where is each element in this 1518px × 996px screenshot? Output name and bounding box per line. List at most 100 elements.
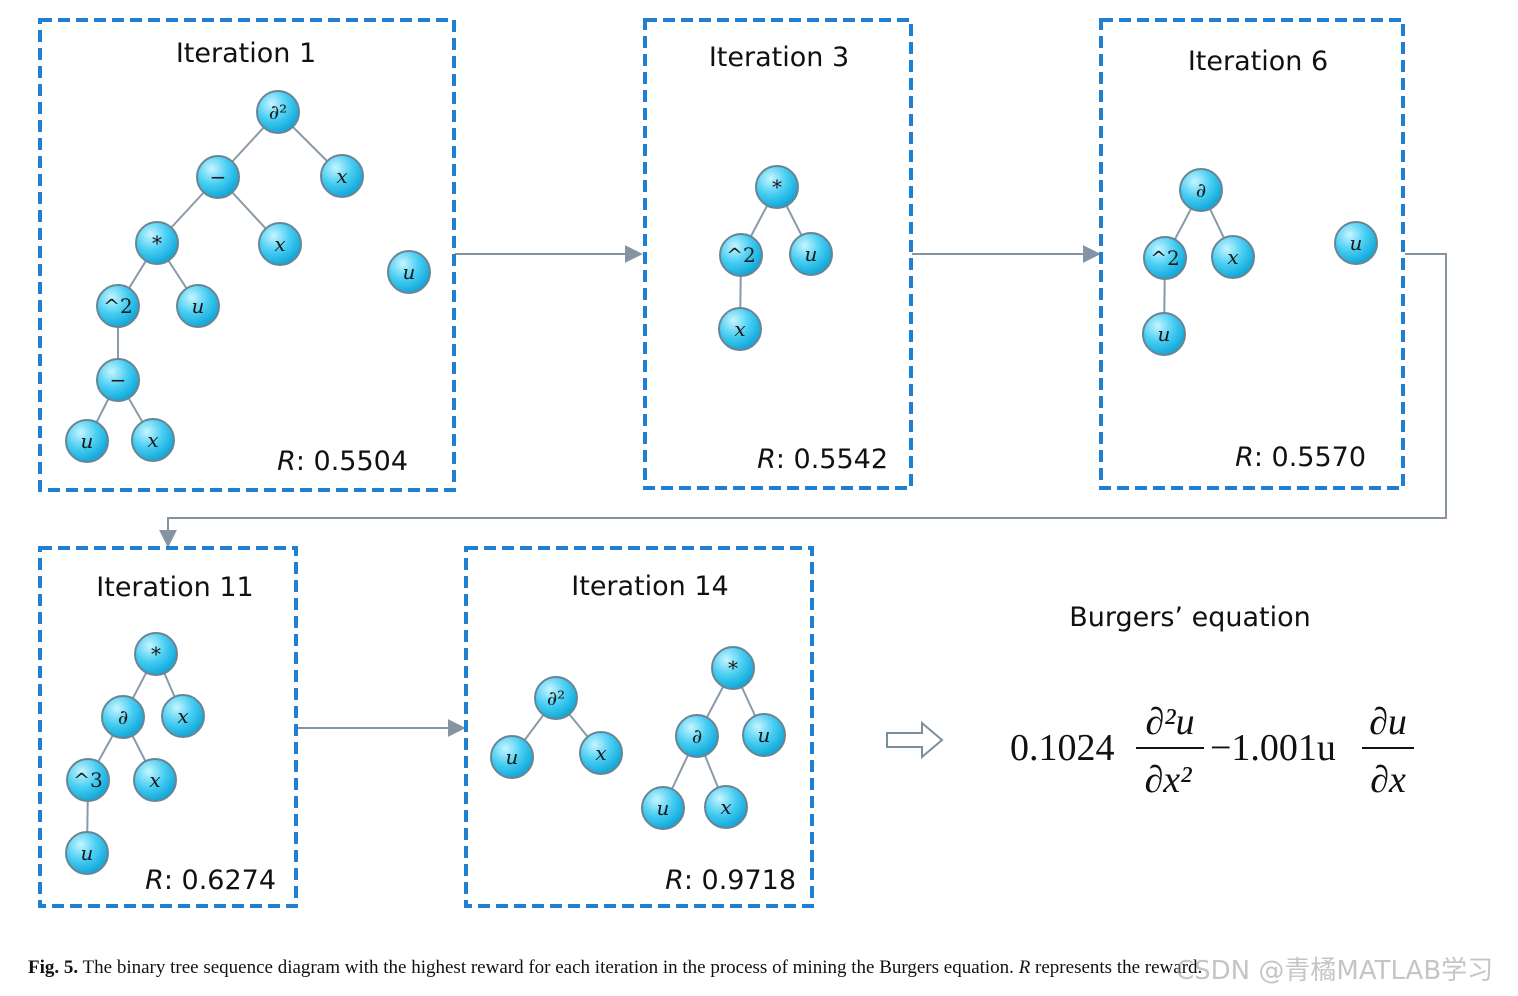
tree-node-label: x: [274, 232, 285, 256]
tree-node: ∂: [675, 714, 719, 758]
tree-node-circle: [579, 731, 623, 775]
tree-node: x: [320, 154, 364, 198]
reward-label: R: 0.6274: [145, 865, 276, 896]
tree-node: u: [789, 232, 833, 276]
caption-label: Fig. 5.: [28, 957, 79, 978]
tree-node-label: *: [772, 175, 782, 199]
tree-node-label: x: [595, 741, 606, 765]
tree-node: u: [490, 735, 534, 779]
tree-node-label: u: [81, 429, 94, 453]
tree-node: *: [711, 646, 755, 690]
tree-node-label: x: [1227, 245, 1238, 269]
tree-node-circle: [1334, 221, 1378, 265]
panel-iteration-14: Iteration 14 R: 0.9718 ∂² u x * ∂ u u x: [464, 546, 814, 908]
tree-node-label: −: [110, 368, 127, 392]
tree-node-circle: [789, 232, 833, 276]
tree-node-circle: [320, 154, 364, 198]
panel-title: Iteration 6: [1188, 46, 1328, 77]
tree-node-label: ∂: [1196, 178, 1206, 202]
tree-node: ∂: [1179, 168, 1223, 212]
flow-arrows: [159, 245, 1447, 737]
tree-node: ^2: [719, 233, 763, 277]
tree-node-circle: [742, 713, 786, 757]
tree-node-circle: [96, 284, 140, 328]
tree-node-circle: [387, 250, 431, 294]
panel-title: Iteration 11: [96, 572, 253, 603]
tree-node: x: [131, 418, 175, 462]
tree-node-label: ^2: [103, 294, 132, 318]
reward-symbol: R: [1235, 442, 1254, 473]
tree-node-circle: [258, 222, 302, 266]
tree-node-label: x: [336, 164, 347, 188]
tree-node-circle: [134, 632, 178, 676]
tree-node-circle: [704, 785, 748, 829]
tree-node-circle: [490, 735, 534, 779]
equation-coef1: 0.1024: [1010, 727, 1115, 769]
tree-node-label: u: [403, 260, 416, 284]
tree-node: ^2: [96, 284, 140, 328]
reward-value: : 0.6274: [164, 865, 276, 896]
reward-label: R: 0.5504: [277, 446, 408, 477]
panel-title: Iteration 14: [571, 571, 728, 602]
tree-node-circle: [256, 90, 300, 134]
equation-frac1-num: ∂²u: [1145, 701, 1194, 743]
equation-block: Burgers’ equation 0.1024 ∂²u ∂x² −1.001u…: [886, 602, 1414, 801]
caption-r-symbol: R: [1018, 957, 1031, 978]
caption-text-after: represents the reward.: [1030, 957, 1203, 978]
caption-text-before: The binary tree sequence diagram with th…: [78, 957, 1019, 978]
tree-node-label: x: [720, 795, 731, 819]
equation-frac1-den: ∂x²: [1144, 759, 1192, 801]
tree-node-label: x: [147, 428, 158, 452]
tree-node: x: [579, 731, 623, 775]
panel-border: [38, 546, 298, 908]
tree-node-label: u: [192, 294, 205, 318]
figure-caption: Fig. 5. The binary tree sequence diagram…: [28, 957, 1508, 979]
tree-node-circle: [719, 233, 763, 277]
tree-node: u: [387, 250, 431, 294]
reward-symbol: R: [757, 444, 776, 475]
tree-node-circle: [101, 695, 145, 739]
tree-node: ^3: [66, 758, 110, 802]
tree-node-label: ^2: [1150, 246, 1179, 270]
tree-node: u: [1334, 221, 1378, 265]
tree-node-circle: [65, 831, 109, 875]
tree-node-label: u: [657, 796, 670, 820]
tree-node: ^2: [1143, 236, 1187, 280]
tree-node-label: ∂²: [547, 686, 565, 710]
equation-middle: −1.001u: [1210, 727, 1336, 769]
tree-node-circle: [1142, 312, 1186, 356]
tree-node-circle: [66, 758, 110, 802]
tree-node: ∂²: [256, 90, 300, 134]
tree-node: u: [65, 831, 109, 875]
reward-symbol: R: [145, 865, 164, 896]
tree-node-label: −: [210, 165, 227, 189]
tree-node-circle: [641, 786, 685, 830]
equation-frac2-num: ∂u: [1369, 701, 1407, 743]
tree-node-circle: [161, 694, 205, 738]
panel-border: [38, 18, 456, 492]
reward-label: R: 0.9718: [665, 865, 796, 896]
reward-value: : 0.5504: [296, 446, 408, 477]
tree-node-circle: [133, 758, 177, 802]
tree-node: x: [704, 785, 748, 829]
tree-node: ∂²: [534, 676, 578, 720]
tree-node-label: *: [728, 656, 738, 680]
tree-node-circle: [135, 221, 179, 265]
tree-node-circle: [1179, 168, 1223, 212]
tree-node: ∂: [101, 695, 145, 739]
reward-symbol: R: [665, 865, 684, 896]
tree-node: *: [134, 632, 178, 676]
tree-node-label: *: [151, 642, 161, 666]
reward-label: R: 0.5542: [757, 444, 888, 475]
tree-node-circle: [675, 714, 719, 758]
panel-title: Iteration 3: [709, 42, 849, 73]
tree-node: u: [742, 713, 786, 757]
tree-node: u: [641, 786, 685, 830]
tree-node: *: [135, 221, 179, 265]
tree-node: u: [65, 419, 109, 463]
tree-node-circle: [755, 165, 799, 209]
